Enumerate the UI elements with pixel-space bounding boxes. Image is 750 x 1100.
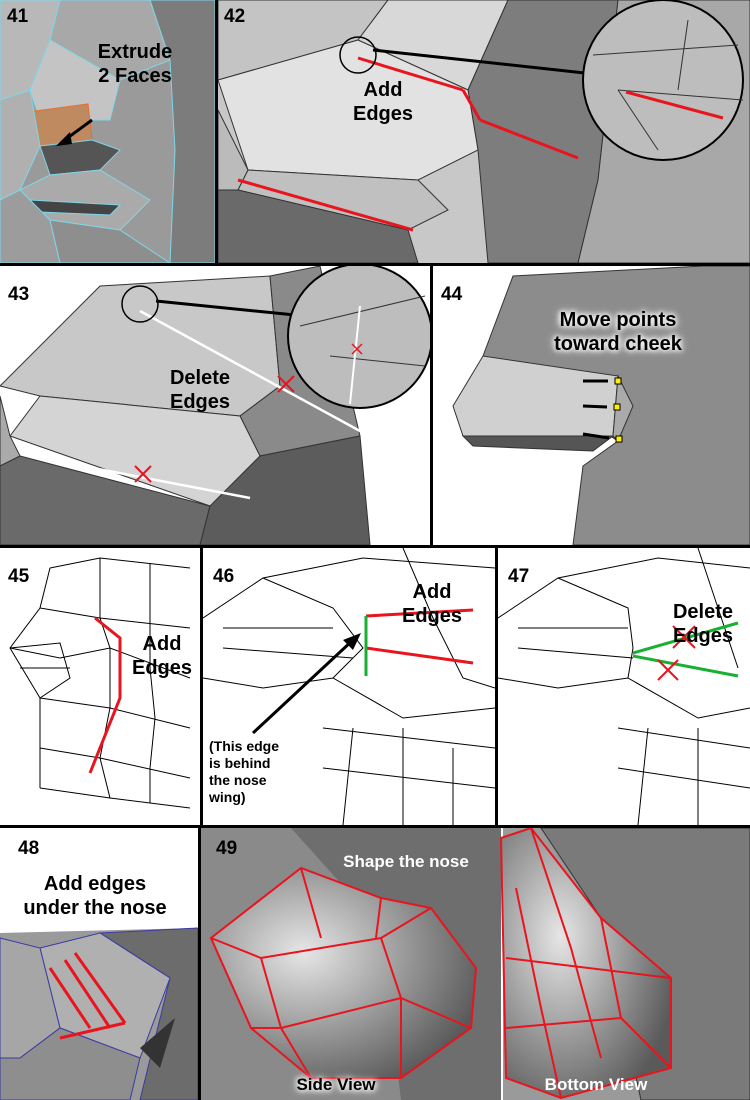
panel-44: 44 Move points toward cheek <box>433 266 750 545</box>
panel-43: 43 Delete Edges <box>0 266 430 545</box>
label-line: Edges <box>672 625 734 647</box>
panel-47: 47 Delete Edges <box>498 548 750 825</box>
label-line: Edges <box>169 391 231 413</box>
step-number: 49 <box>216 838 238 859</box>
panel-48: 48 Add edges under the nose <box>0 828 198 1100</box>
step-label: Extrude 2 Faces <box>80 40 190 88</box>
nose-bottom-mesh <box>0 927 198 1100</box>
step-number: 43 <box>8 284 30 305</box>
arrow-icon <box>372 48 604 77</box>
step-number: 45 <box>8 566 30 587</box>
step-number: 44 <box>441 284 463 305</box>
label-line: Add edges <box>43 873 147 895</box>
nose-wireframe <box>203 548 495 825</box>
label-line: toward cheek <box>554 333 682 355</box>
label-line: Extrude <box>97 41 173 63</box>
nose-model-shaded <box>0 266 430 545</box>
note-line: is behind <box>209 755 271 771</box>
label-line: Edges <box>352 103 414 125</box>
arrow-icon <box>155 299 306 318</box>
note-line: wing) <box>209 789 246 805</box>
step-label: Add Edges <box>338 78 428 126</box>
panel-49: 49 Shape the nose Side View Bottom View <box>201 828 750 1100</box>
step-label: Move points toward cheek <box>533 308 703 356</box>
step-label: Delete Edges <box>658 600 748 648</box>
label-line: Delete <box>672 601 734 623</box>
label-line: Add <box>142 633 182 655</box>
zoom-inset <box>287 266 430 409</box>
step-label: Delete Edges <box>150 366 250 414</box>
step-number: 48 <box>18 838 40 859</box>
panel-42: 42 Add Edges <box>218 0 750 263</box>
nose-model-shaded <box>218 0 750 263</box>
edge-note: (This edge is behind the nose wing) <box>209 738 319 806</box>
step-label: Add Edges <box>387 580 477 628</box>
step-number: 47 <box>508 566 530 587</box>
label-line: 2 Faces <box>98 65 172 87</box>
nose-mesh-wireframe-cyan <box>0 0 215 263</box>
step-label: Shape the nose <box>343 852 469 871</box>
panel-45: 45 Add Edges <box>0 548 200 825</box>
label-line: under the nose <box>23 897 167 919</box>
zoom-inset <box>582 0 744 161</box>
nose-shaded-red-wire <box>201 828 750 1100</box>
label-line: Add <box>412 581 452 603</box>
label-line: Edges <box>131 657 193 679</box>
arrow-icons <box>582 379 610 440</box>
step-label: Add Edges <box>122 632 200 680</box>
step-number: 42 <box>224 6 246 27</box>
label-line: Delete <box>169 367 231 389</box>
panel-41: 41 Extrude 2 Faces <box>0 0 215 263</box>
head-wireframe <box>9 557 191 809</box>
bottom-view-label: Bottom View <box>544 1075 648 1094</box>
step-label: Add edges under the nose <box>10 872 180 920</box>
note-line: (This edge <box>209 738 280 754</box>
label-line: Move points <box>559 309 677 331</box>
note-line: the nose <box>209 772 267 788</box>
step-number: 46 <box>213 566 235 587</box>
panel-46: 46 Add Edges (This edge is behind the no… <box>203 548 495 825</box>
nose-wireframe <box>498 548 750 825</box>
label-line: Edges <box>401 605 463 627</box>
label-line: Add <box>363 79 403 101</box>
nose-model-shaded <box>433 266 750 545</box>
side-view-label: Side View <box>296 1075 376 1094</box>
arrow-icon <box>251 638 355 735</box>
step-number: 41 <box>7 6 29 27</box>
